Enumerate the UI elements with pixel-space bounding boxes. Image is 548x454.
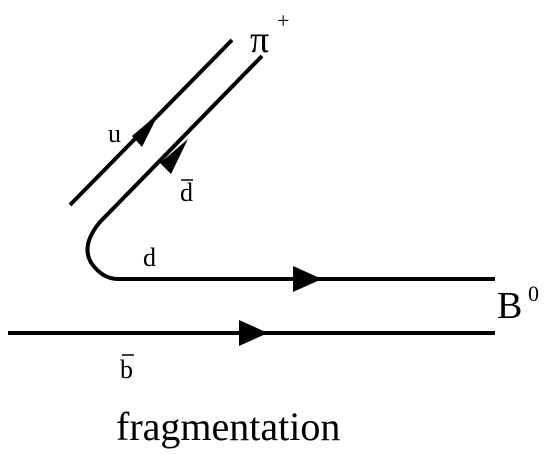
- u-quark-label: u: [108, 119, 121, 148]
- d-antiquark-label: d: [180, 178, 193, 207]
- b-meson-charge: 0: [528, 281, 539, 306]
- pion-charge: +: [277, 8, 289, 33]
- pion-label: π: [250, 19, 269, 61]
- b-meson-label: B: [497, 285, 522, 327]
- diagram-caption: fragmentation: [116, 404, 340, 449]
- b-antiquark-label: b: [120, 355, 133, 384]
- d-quark-label: d: [143, 243, 156, 272]
- d-antiquark-arrow: [160, 139, 188, 174]
- u-quark-arrow: [132, 113, 159, 147]
- d-quark-line: [85, 54, 495, 281]
- d-quark-arrow: [293, 266, 322, 292]
- b-antiquark-arrow: [239, 320, 268, 346]
